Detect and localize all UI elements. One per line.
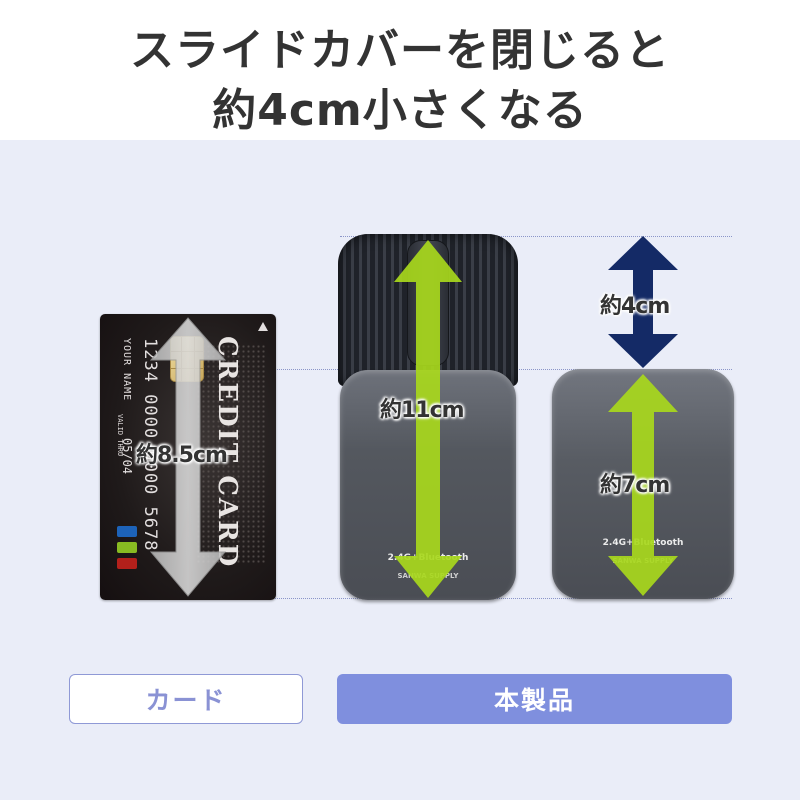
guide-line-bottom xyxy=(270,598,732,599)
double-arrow-icon xyxy=(608,236,678,368)
card-color-block-red xyxy=(117,558,137,569)
card-world-map xyxy=(196,344,266,564)
headline-line-1: スライドカバーを閉じると xyxy=(130,25,670,76)
card-color-block-blue xyxy=(117,526,137,537)
card-caption-text: カード xyxy=(145,686,227,715)
double-arrow-icon xyxy=(149,317,227,597)
size-difference-label: 約4cm xyxy=(600,294,670,319)
card-height-label: 約8.5cm xyxy=(136,443,228,468)
product-caption-text: 本製品 xyxy=(493,686,575,715)
mouse-closed-height-label: 約7cm xyxy=(600,473,670,498)
double-arrow-icon xyxy=(608,374,678,596)
mouse-open-height-label: 約11cm xyxy=(380,398,465,423)
product-caption: 本製品 xyxy=(337,674,732,724)
card-triangle-mark xyxy=(258,322,268,331)
header-banner: スライドカバーを閉じると 約4cm小さくなる xyxy=(0,0,800,140)
guide-line-top xyxy=(340,236,732,237)
card-caption: カード xyxy=(69,674,303,724)
card-color-block-green xyxy=(117,542,137,553)
double-arrow-icon xyxy=(394,240,462,598)
headline-line-2: 約4cm小さくなる xyxy=(212,85,588,136)
